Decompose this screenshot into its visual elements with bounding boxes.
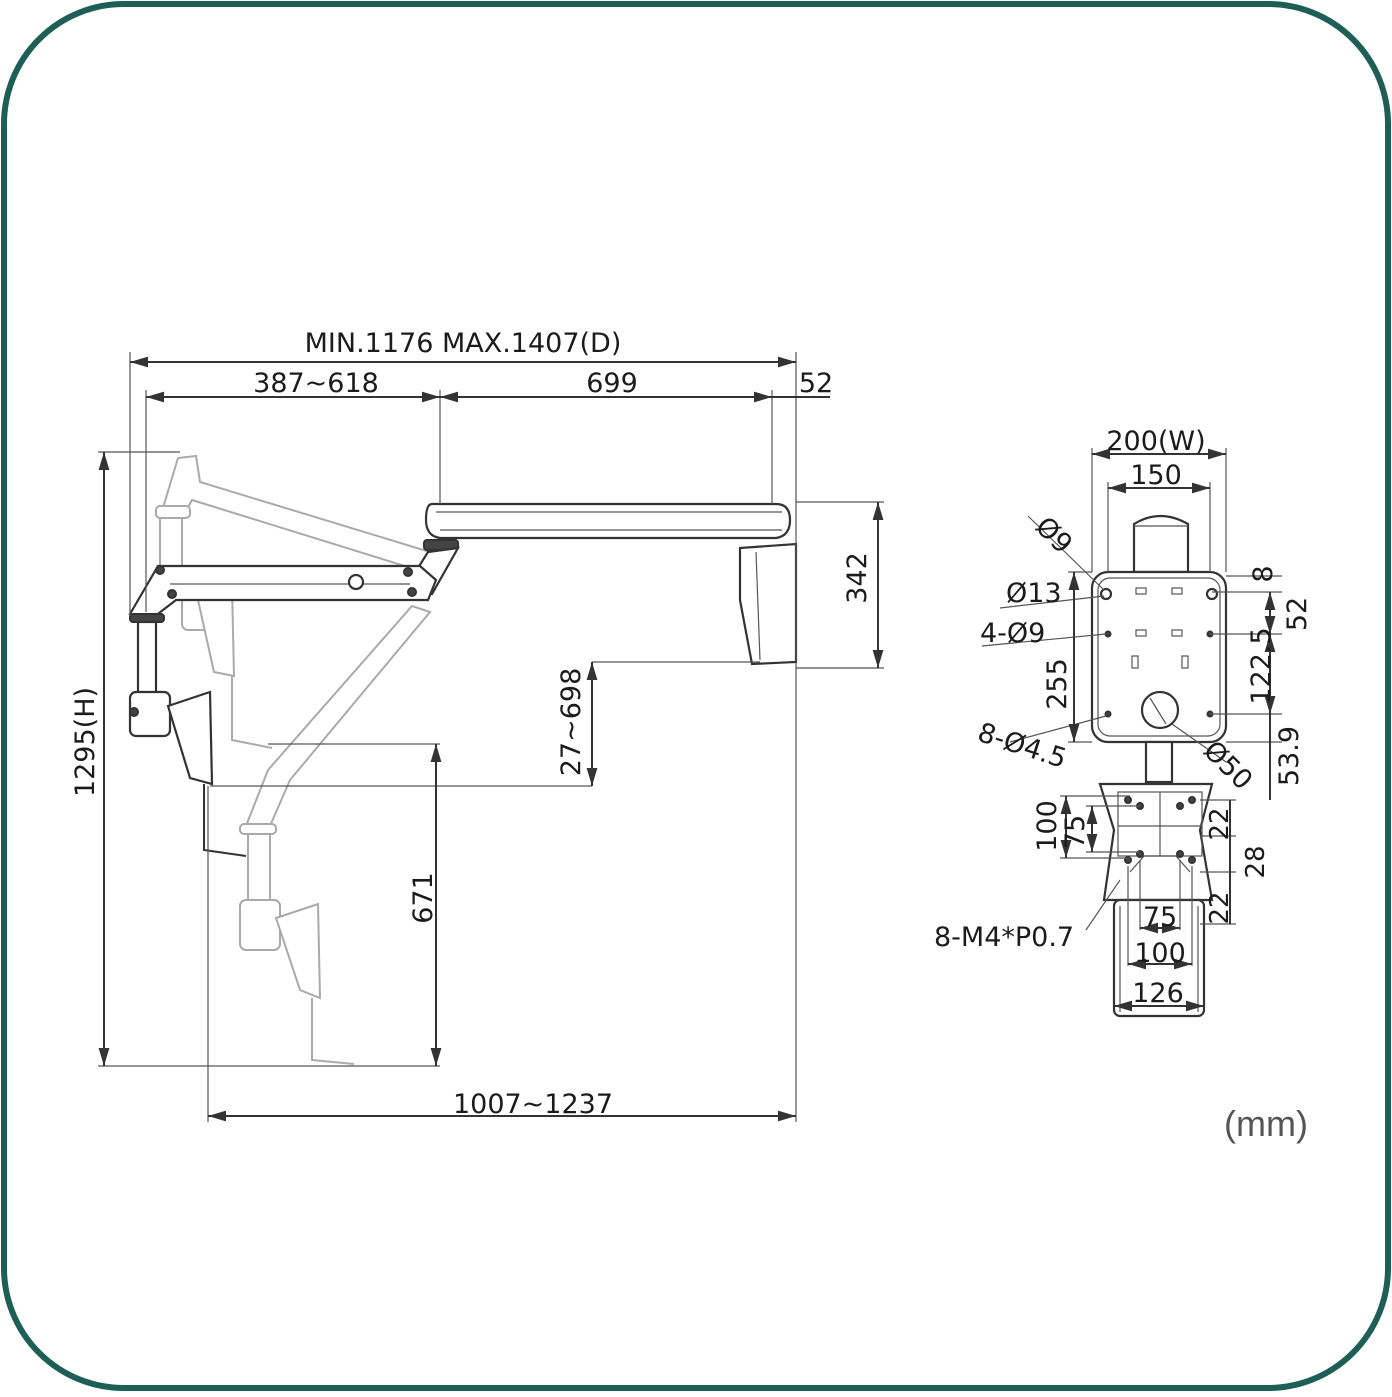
bottom-gap-label: 53.9: [1274, 726, 1305, 786]
screw-label: 8-M4*P0.7: [934, 922, 1074, 953]
height-label: 1295(H): [70, 687, 101, 797]
arm-ghost-lower: [239, 604, 432, 1065]
vesa-outer-h-label: 100: [1134, 938, 1186, 969]
reach-label: 1007~1237: [453, 1089, 613, 1120]
upper-pitch-label: 52: [1282, 597, 1313, 631]
gap-a-label: 22: [1205, 807, 1235, 840]
holes-8-label: 8-Ø4.5: [974, 717, 1070, 775]
holes-4-label: 4-Ø9: [980, 618, 1045, 649]
top-gap-label: 8: [1248, 565, 1279, 582]
mount-inner-width-label: 150: [1130, 460, 1182, 491]
vesa-inner-h-label: 75: [1143, 902, 1177, 933]
drop-label: 671: [408, 872, 439, 924]
mount-height-label: 255: [1042, 658, 1073, 710]
gap-b-label: 28: [1241, 845, 1271, 878]
unit-label: (mm): [1224, 1103, 1308, 1144]
vertical-range-label: 27~698: [556, 668, 587, 777]
vesa-inner-v-label: 75: [1060, 815, 1091, 849]
hole-13-label: Ø13: [1006, 578, 1062, 609]
plate-width-label: 126: [1132, 978, 1184, 1009]
head-height-label: 342: [842, 552, 873, 604]
lower-arm-label: 699: [586, 368, 638, 399]
side-dimensions: MIN.1176 MAX.1407(D) 387~618 699 52 1007…: [70, 328, 884, 1122]
mount-width-label: 200(W): [1106, 426, 1205, 457]
gap-c-label: 22: [1205, 891, 1235, 924]
upper-arm-label: 387~618: [253, 368, 379, 399]
depth-label: MIN.1176 MAX.1407(D): [305, 328, 622, 359]
vesa-outer-v-label: 100: [1032, 800, 1063, 852]
hole-9-label: Ø9: [1029, 511, 1078, 560]
arm-main: [128, 502, 798, 857]
offset-label: 52: [799, 368, 833, 399]
lower-pitch-label: 122.5: [1246, 627, 1277, 704]
